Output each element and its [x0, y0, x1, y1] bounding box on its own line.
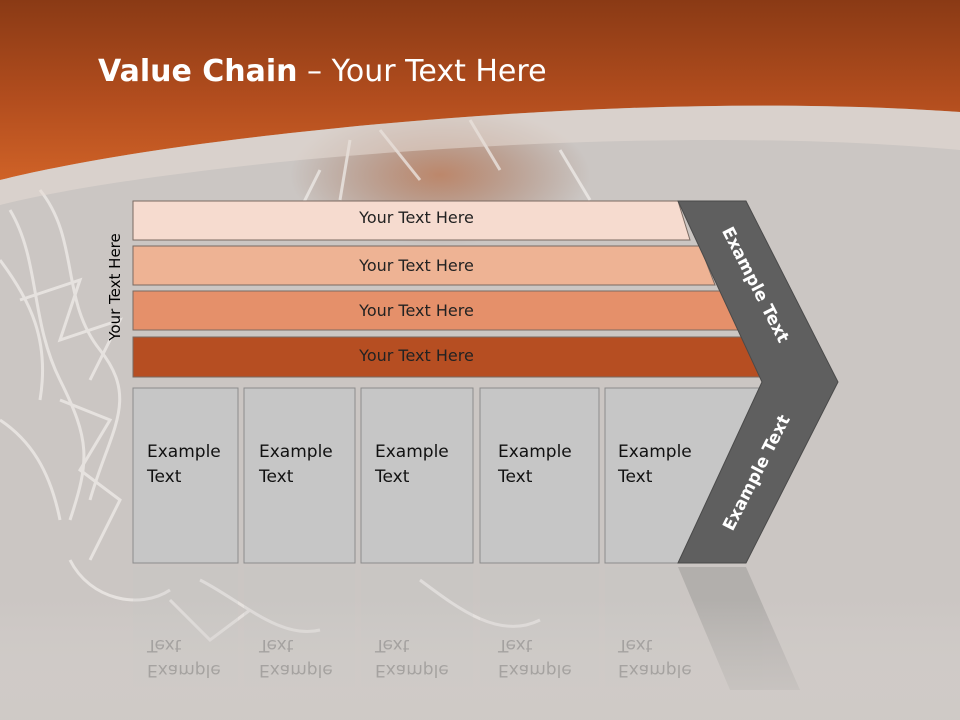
bar-2	[132, 245, 716, 286]
box-5-line1: Example	[618, 442, 692, 462]
header-band	[0, 0, 960, 180]
box-4-text: Example Text	[498, 440, 572, 490]
box-5-line2: Text	[618, 467, 653, 487]
box-1-text: Example Text	[147, 440, 221, 490]
box-1	[132, 387, 239, 564]
title-rest: – Your Text Here	[297, 54, 547, 89]
box-1-line2: Text	[147, 467, 182, 487]
box-5-text: Example Text	[618, 440, 692, 490]
bar-label-3: Your Text Here	[359, 301, 474, 320]
box-3	[360, 387, 474, 564]
bar-label-4: Your Text Here	[359, 346, 474, 365]
bar-label-1: Your Text Here	[359, 208, 474, 227]
vertical-axis-label: Your Text Here	[106, 233, 124, 341]
box-3-text: Example Text	[375, 440, 449, 490]
box-2-line2: Text	[259, 467, 294, 487]
box-3-line2: Text	[375, 467, 410, 487]
box-4-line2: Text	[498, 467, 533, 487]
box-2-text: Example Text	[259, 440, 333, 490]
chevron-arrow	[677, 200, 839, 564]
header-arc	[0, 105, 960, 205]
box-2	[243, 387, 356, 564]
title-bold: Value Chain	[98, 54, 298, 89]
box-1-line1: Example	[147, 442, 221, 462]
box-4-line1: Example	[498, 442, 572, 462]
bar-label-2: Your Text Here	[359, 256, 474, 275]
slide-title: Value Chain – Your Text Here	[98, 54, 547, 89]
reflection-fade	[0, 600, 960, 720]
box-2-line1: Example	[259, 442, 333, 462]
bar-1	[132, 200, 691, 241]
box-4	[479, 387, 600, 564]
box-3-line1: Example	[375, 442, 449, 462]
